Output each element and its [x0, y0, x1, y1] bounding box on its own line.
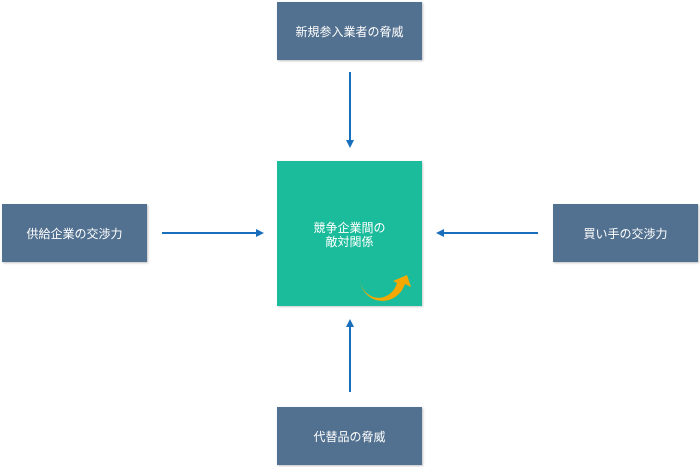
node-rivalry-label: 競争企業間の 敵対関係 [277, 221, 422, 249]
node-rivalry-line2: 敵対関係 [325, 235, 374, 249]
node-suppliers-label: 供給企業の交渉力 [26, 226, 123, 241]
node-substitutes: 代替品の脅威 [277, 407, 422, 465]
node-buyers: 買い手の交渉力 [553, 204, 698, 262]
node-rivalry-line1: 競争企業間の [313, 221, 386, 235]
node-new-entrants-label: 新規参入業者の脅威 [295, 24, 404, 39]
node-buyers-label: 買い手の交渉力 [583, 226, 668, 241]
node-rivalry: 競争企業間の 敵対関係 [277, 161, 422, 306]
node-substitutes-label: 代替品の脅威 [313, 429, 386, 444]
cycle-arrow-icon [360, 275, 411, 301]
node-new-entrants: 新規参入業者の脅威 [277, 2, 422, 60]
node-suppliers: 供給企業の交渉力 [2, 204, 147, 262]
